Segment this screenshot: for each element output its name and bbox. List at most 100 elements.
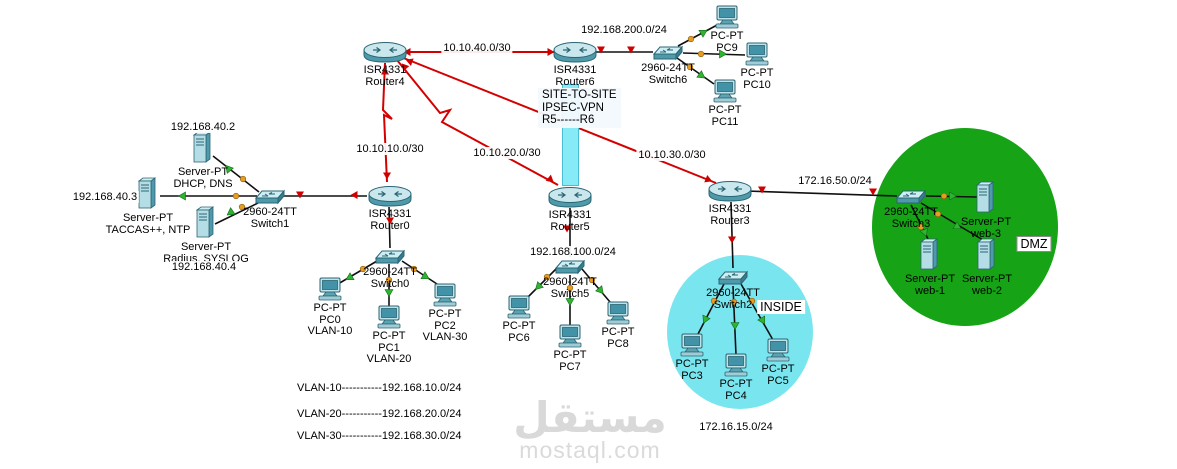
pc-icon xyxy=(606,301,630,325)
link-status-green-triangle xyxy=(757,315,766,325)
device-switch3[interactable] xyxy=(895,187,927,205)
device-server-taccas-ntp[interactable] xyxy=(137,175,159,211)
network-label: 172.16.15.0/24 xyxy=(697,421,775,433)
device-server-radius-syslog[interactable] xyxy=(195,204,217,240)
pc-icon xyxy=(680,333,704,357)
link-switch1-server-radius[interactable] xyxy=(214,202,259,225)
link-status-orange-dot xyxy=(730,298,738,306)
link-router3-switch2[interactable] xyxy=(730,201,734,269)
device-server-web-2[interactable] xyxy=(976,236,998,272)
network-label: 10.10.30.0/30 xyxy=(636,149,708,161)
device-server-web-1[interactable] xyxy=(919,236,941,272)
link-status-red-triangle xyxy=(704,174,713,183)
server-icon xyxy=(976,238,996,270)
link-switch2-pc5[interactable] xyxy=(740,283,774,341)
switch-icon xyxy=(254,189,286,205)
link-switch6-pc9[interactable] xyxy=(677,23,720,47)
link-router4-router0[interactable] xyxy=(381,62,393,183)
pc-icon xyxy=(713,79,737,103)
link-status-red-triangle xyxy=(403,48,411,56)
router-icon xyxy=(708,181,752,202)
device-pc6[interactable] xyxy=(506,295,532,319)
network-label: 10.10.10.0/30 xyxy=(354,143,426,155)
link-switch6-pc10[interactable] xyxy=(682,52,746,56)
watermark-domain-text: mostaql.com xyxy=(519,437,661,463)
link-status-green-triangle xyxy=(730,322,740,331)
router-icon xyxy=(548,187,592,208)
device-pc1[interactable] xyxy=(376,305,402,329)
pc-icon xyxy=(558,324,582,348)
switch-icon xyxy=(717,270,749,286)
device-switch5[interactable] xyxy=(554,257,586,275)
link-status-red-triangle xyxy=(296,191,304,199)
link-switch5-pc6[interactable] xyxy=(527,267,558,298)
link-switch0-pc2[interactable] xyxy=(401,260,438,285)
link-status-green-triangle xyxy=(949,191,958,201)
device-server-dhcp-dns[interactable] xyxy=(192,129,214,165)
pc-icon xyxy=(724,353,748,377)
link-status-green-triangle xyxy=(719,49,728,59)
network-label: 192.168.100.0/24 xyxy=(528,246,618,258)
device-pc9[interactable] xyxy=(714,5,740,29)
link-switch6-pc11[interactable] xyxy=(676,57,715,85)
network-label: 192.168.40.3 xyxy=(70,191,140,203)
link-switch1-server-dhcp[interactable] xyxy=(212,155,260,193)
link-status-green-triangle xyxy=(565,298,575,307)
device-switch1[interactable] xyxy=(254,187,286,205)
link-status-red-triangle xyxy=(405,58,414,66)
link-router3-switch3[interactable] xyxy=(745,190,898,197)
link-switch2-pc3[interactable] xyxy=(697,283,725,335)
link-status-orange-dot xyxy=(410,265,418,273)
link-status-red-triangle xyxy=(547,48,555,56)
watermark-arabic-text: مستقل xyxy=(513,393,667,442)
link-status-orange-dot xyxy=(697,50,705,58)
link-switch2-pc4[interactable] xyxy=(732,285,737,356)
zone-label-dmz: DMZ xyxy=(1016,236,1052,252)
link-switch3-web2[interactable] xyxy=(920,202,984,241)
device-server-web-3[interactable] xyxy=(975,179,997,215)
link-status-orange-dot xyxy=(934,210,942,218)
link-status-orange-dot xyxy=(686,63,694,71)
link-status-orange-dot xyxy=(359,265,367,273)
device-pc2[interactable] xyxy=(432,283,458,307)
device-pc0[interactable] xyxy=(317,277,343,301)
device-switch6[interactable] xyxy=(652,43,684,61)
device-router3[interactable] xyxy=(707,180,753,202)
device-router6[interactable] xyxy=(552,41,598,63)
server-icon xyxy=(975,181,995,213)
link-status-green-triangle xyxy=(384,289,394,298)
device-switch0[interactable] xyxy=(374,247,406,265)
device-switch2[interactable] xyxy=(717,268,749,286)
device-router0[interactable] xyxy=(367,185,413,207)
device-pc8[interactable] xyxy=(605,301,631,325)
link-status-green-triangle xyxy=(345,272,355,281)
switch-icon xyxy=(374,249,406,265)
link-switch0-pc0[interactable] xyxy=(337,260,378,285)
network-label: 192.168.40.4 xyxy=(169,261,239,273)
link-switch5-pc8[interactable] xyxy=(581,268,611,303)
link-router4-router5[interactable] xyxy=(396,59,559,186)
link-router0-switch0[interactable] xyxy=(388,206,391,249)
network-label: 10.10.20.0/30 xyxy=(471,147,543,159)
device-pc7[interactable] xyxy=(557,324,583,348)
link-status-green-triangle xyxy=(226,207,236,216)
link-status-green-triangle xyxy=(420,271,430,280)
link-status-orange-dot xyxy=(748,297,756,305)
link-status-red-triangle xyxy=(386,217,394,225)
pc-icon xyxy=(766,338,790,362)
zone-dmz xyxy=(872,128,1058,326)
device-pc3[interactable] xyxy=(679,333,705,357)
device-pc4[interactable] xyxy=(723,353,749,377)
device-pc5[interactable] xyxy=(765,338,791,362)
link-status-orange-dot xyxy=(687,35,695,43)
device-router5[interactable] xyxy=(547,186,593,208)
zone-label-inside: INSIDE xyxy=(757,300,805,314)
device-pc10[interactable] xyxy=(744,42,770,66)
device-router4[interactable] xyxy=(362,41,408,63)
device-pc11[interactable] xyxy=(712,79,738,103)
pc-icon xyxy=(377,305,401,329)
link-status-orange-dot xyxy=(917,223,925,231)
